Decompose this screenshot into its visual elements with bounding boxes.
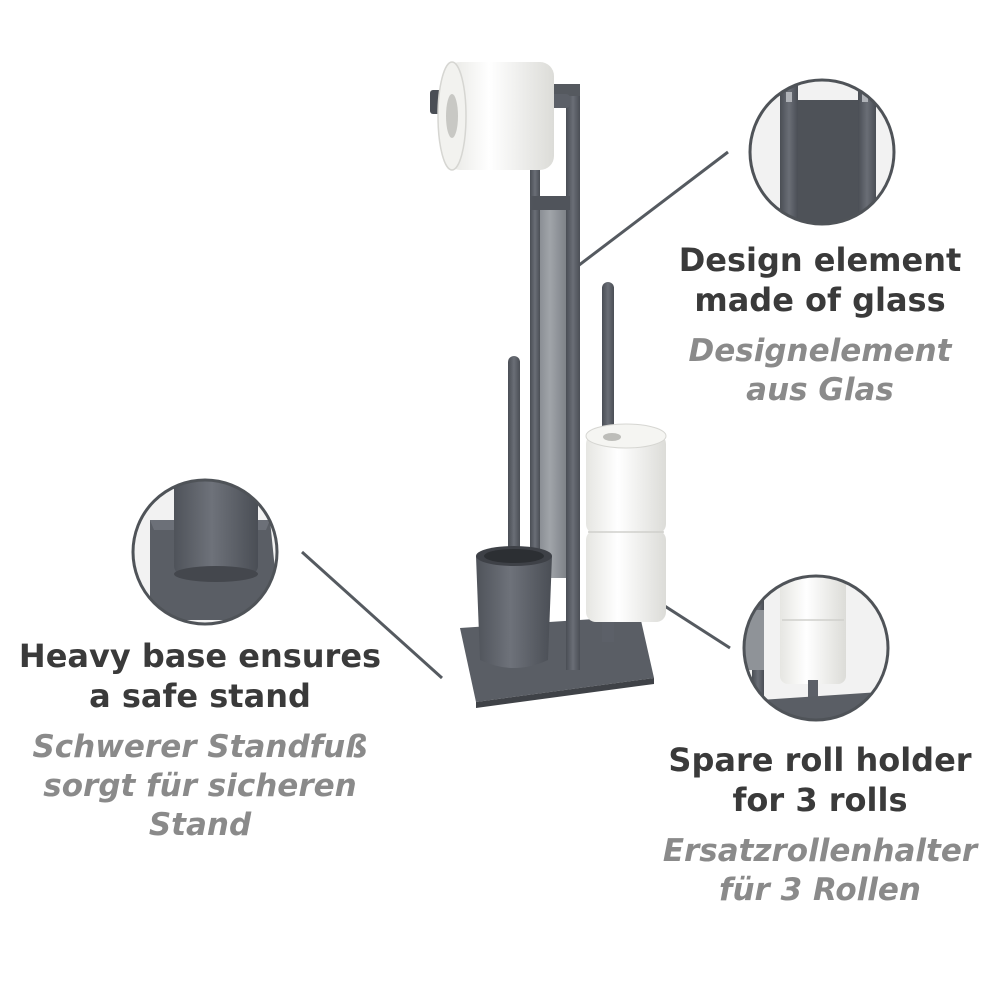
roll-title-de-2: für 3 Rollen: [719, 871, 921, 908]
base-detail-icon: [131, 478, 279, 626]
spare-roll-caption: Spare roll holder for 3 rolls Ersatzroll…: [650, 740, 990, 910]
brush-holder: [476, 546, 552, 668]
glass-caption: Design element made of glass Designeleme…: [660, 240, 980, 410]
base-title-de-2: sorgt für sicheren: [43, 767, 357, 804]
spare-rolls: [585, 423, 667, 642]
glass-title-en-1: Design element: [678, 241, 962, 279]
spare-roll-detail-icon: [742, 574, 890, 722]
top-paper-roll: [437, 61, 554, 171]
base-title-en-1: Heavy base ensures: [18, 637, 382, 675]
roll-title-de-1: Ersatzrollenhalter: [662, 833, 978, 869]
base-callout-line: [300, 550, 444, 680]
brush-handle: [508, 356, 520, 576]
main-frame: [530, 84, 580, 670]
base-title-de-3: Stand: [148, 806, 252, 843]
glass-title-en-2: made of glass: [694, 281, 946, 319]
base-title-en-2: a safe stand: [89, 677, 311, 715]
glass-title-de-2: aus Glas: [746, 371, 894, 408]
glass-title-de-1: Designelement: [688, 333, 952, 369]
base-caption: Heavy base ensures a safe stand Schwerer…: [15, 636, 385, 844]
roll-title-en-2: for 3 rolls: [732, 781, 908, 819]
base-title-de-1: Schwerer Standfuß: [32, 729, 368, 765]
roll-title-en-1: Spare roll holder: [668, 741, 972, 779]
glass-callout-line: [565, 150, 729, 277]
glass-detail-icon: [748, 78, 896, 226]
